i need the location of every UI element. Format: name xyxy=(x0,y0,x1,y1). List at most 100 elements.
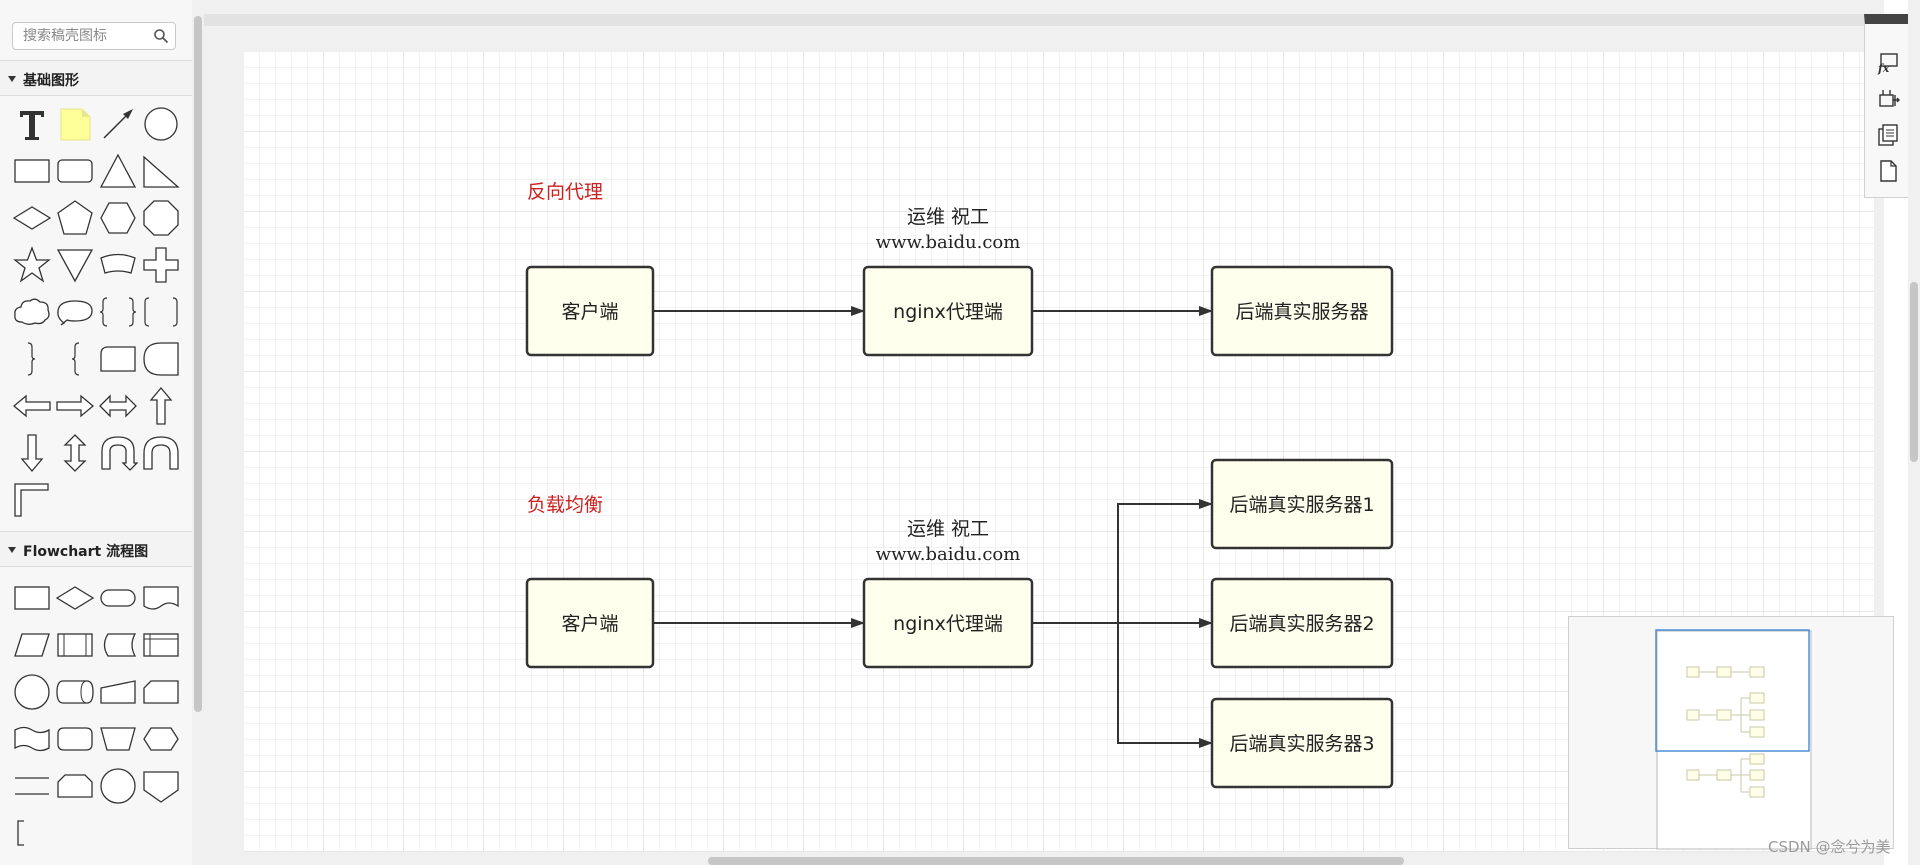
star-shape[interactable] xyxy=(12,245,52,285)
braces-shape[interactable] xyxy=(98,292,138,332)
edge-proxy_2-server_2c[interactable] xyxy=(1032,622,1213,748)
terminal-shape[interactable] xyxy=(98,339,138,379)
crop-icon[interactable] xyxy=(1875,86,1901,112)
search-box[interactable] xyxy=(12,22,176,50)
left-arrow-shape[interactable] xyxy=(12,386,52,426)
section-basic-shapes[interactable]: 基础图形 xyxy=(0,60,192,96)
data-shape[interactable] xyxy=(12,625,52,665)
node-box-proxy_2[interactable] xyxy=(862,577,1034,669)
direct-data-shape[interactable] xyxy=(55,672,95,712)
minimap-svg xyxy=(1655,629,1812,850)
cross-shape[interactable] xyxy=(141,245,181,285)
node-box-server_2b[interactable] xyxy=(1210,577,1394,669)
vertical-scrollbar-thumb[interactable] xyxy=(1910,282,1918,462)
vertical-double-arrow-shape[interactable] xyxy=(55,433,95,473)
svg-text:fx: fx xyxy=(1877,62,1890,75)
section-label-1: 反向代理 xyxy=(527,181,603,203)
process-shape[interactable] xyxy=(12,578,52,618)
off-page-reference-shape[interactable] xyxy=(141,766,181,806)
node-box-server_2c[interactable] xyxy=(1210,697,1394,789)
inverted-triangle-shape[interactable] xyxy=(55,245,95,285)
page-icon[interactable] xyxy=(1875,158,1901,184)
card-flow-shape[interactable] xyxy=(141,672,181,712)
node-box-proxy_1[interactable] xyxy=(862,265,1034,357)
rectangle-shape[interactable] xyxy=(12,151,52,191)
node-label-proxy_2: nginx代理端 xyxy=(893,613,1003,635)
hexagon-shape[interactable] xyxy=(98,198,138,238)
watermark: CSDN @念兮为美 xyxy=(1768,838,1891,856)
u-turn-arrow-shape[interactable] xyxy=(98,433,138,473)
corner-shape[interactable] xyxy=(12,480,52,520)
annotation-shape[interactable] xyxy=(12,813,52,853)
minimap[interactable] xyxy=(1568,616,1894,850)
right-arrow-shape[interactable] xyxy=(55,386,95,426)
double-arrow-shape[interactable] xyxy=(98,386,138,426)
edges-layer xyxy=(653,306,1213,748)
sidebar-scrollbar-thumb[interactable] xyxy=(194,16,202,712)
document-shape[interactable] xyxy=(141,578,181,618)
minimap-page xyxy=(1656,630,1812,850)
predefined-process-shape[interactable] xyxy=(55,625,95,665)
manual-input-shape[interactable] xyxy=(98,672,138,712)
arch-shape[interactable] xyxy=(141,433,181,473)
decision-shape[interactable] xyxy=(55,578,95,618)
diamond-shape[interactable] xyxy=(12,198,52,238)
rounded-rectangle-shape[interactable] xyxy=(55,151,95,191)
punched-tape-shape[interactable] xyxy=(12,719,52,759)
terminator-shape[interactable] xyxy=(98,578,138,618)
stored-data-shape[interactable] xyxy=(98,625,138,665)
node-box-server_1[interactable] xyxy=(1210,265,1394,357)
node-box-client_2[interactable] xyxy=(525,577,655,669)
edge-proxy_2-server_2a[interactable] xyxy=(1032,499,1213,624)
formula-icon[interactable]: fx xyxy=(1875,50,1901,76)
node-label-server_1: 后端真实服务器 xyxy=(1235,301,1368,323)
node-label-client_2: 客户端 xyxy=(561,613,618,635)
pages-icon[interactable] xyxy=(1875,122,1901,148)
arrow-line-shape[interactable] xyxy=(98,104,138,144)
section-flowchart[interactable]: Flowchart 流程图 xyxy=(0,531,192,567)
up-arrow-shape[interactable] xyxy=(141,386,181,426)
right-triangle-shape[interactable] xyxy=(141,151,181,191)
octagon-shape[interactable] xyxy=(141,198,181,238)
right-brace-shape[interactable] xyxy=(12,339,52,379)
search-input[interactable] xyxy=(13,23,153,49)
left-brace-shape[interactable] xyxy=(55,339,95,379)
node-box-client_1[interactable] xyxy=(525,265,655,357)
internal-storage-shape[interactable] xyxy=(141,625,181,665)
node-box-server_2a[interactable] xyxy=(1210,458,1394,550)
loop-limit-shape[interactable] xyxy=(55,766,95,806)
note-shape[interactable] xyxy=(55,104,95,144)
text-shape[interactable] xyxy=(12,104,52,144)
parallel-mode-shape[interactable] xyxy=(12,766,52,806)
manual-operation-shape[interactable] xyxy=(98,719,138,759)
horizontal-scrollbar-thumb[interactable] xyxy=(708,857,1404,865)
triangle-shape[interactable] xyxy=(98,151,138,191)
node-label-client_1: 客户端 xyxy=(561,301,618,323)
search-icon[interactable] xyxy=(153,28,169,44)
brackets-shape[interactable] xyxy=(141,292,181,332)
sidebar-scrollbar[interactable] xyxy=(192,0,204,865)
display-shape[interactable] xyxy=(55,719,95,759)
rounded-corner-shape[interactable] xyxy=(141,339,181,379)
on-page-reference-shape[interactable] xyxy=(98,766,138,806)
canvas-vertical-scrollbar[interactable] xyxy=(1908,0,1920,865)
pentagon-shape[interactable] xyxy=(55,198,95,238)
down-arrow-shape[interactable] xyxy=(12,433,52,473)
annotation-1-line-1: 运维 祝工 xyxy=(907,206,989,228)
preparation-shape[interactable] xyxy=(141,719,181,759)
connector-shape[interactable] xyxy=(12,672,52,712)
minimap-shapes xyxy=(1686,666,1765,798)
circle-shape[interactable] xyxy=(141,104,181,144)
caret-down-icon xyxy=(8,76,16,82)
section-title: Flowchart 流程图 xyxy=(23,544,149,560)
card-shape[interactable] xyxy=(98,245,138,285)
callout-shape[interactable] xyxy=(55,292,95,332)
right-toolbar: fx xyxy=(1864,14,1910,198)
minimap-viewport[interactable] xyxy=(1655,629,1810,752)
cloud-shape[interactable] xyxy=(12,292,52,332)
node-label-server_2a: 后端真实服务器1 xyxy=(1229,494,1374,516)
